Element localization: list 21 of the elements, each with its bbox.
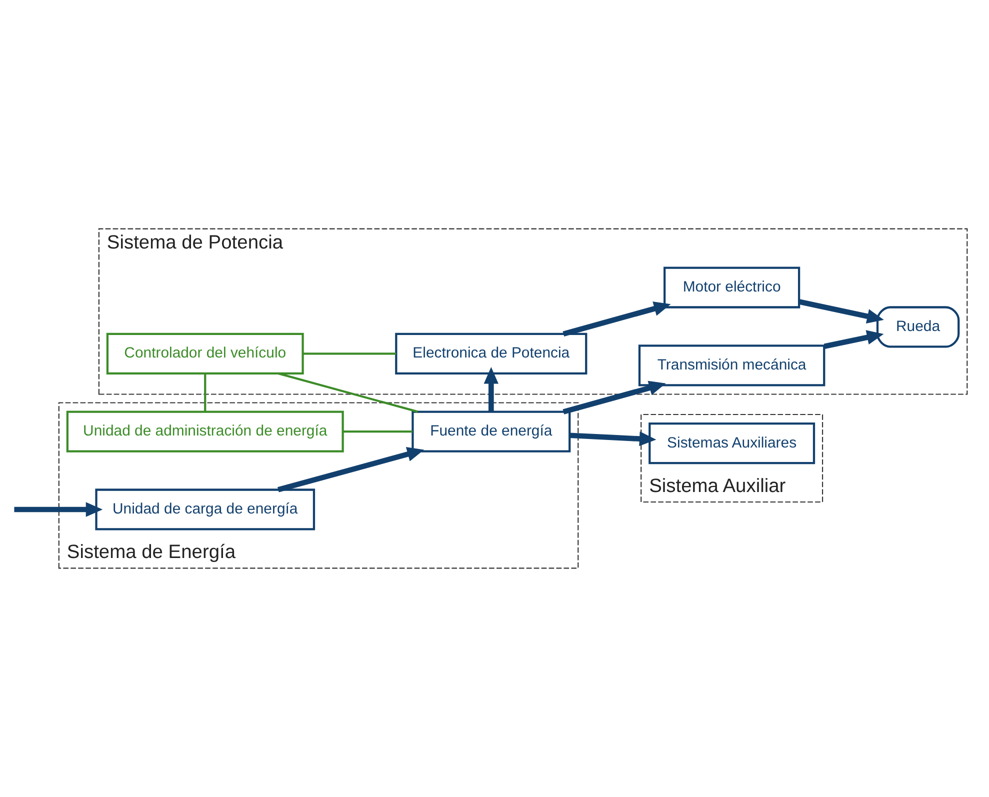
connector <box>278 372 418 413</box>
arrow <box>570 431 656 446</box>
arrow <box>278 447 424 492</box>
node-box: Transmisión mecánica <box>638 344 826 386</box>
arrow <box>562 302 671 336</box>
node-box: Unidad de administración de energía <box>66 410 344 452</box>
node-box: Rueda <box>876 306 960 348</box>
arrow <box>562 380 666 414</box>
node-box: Motor eléctrico <box>664 266 800 308</box>
node-box: Electronica de Potencia <box>395 332 588 374</box>
node-box: Controlador del vehículo <box>106 332 304 374</box>
arrow <box>824 330 884 349</box>
node-box: Sistemas Auxiliares <box>648 422 816 464</box>
node-box: Fuente de energía <box>412 410 571 452</box>
connector <box>204 374 206 412</box>
connector <box>303 352 396 355</box>
arrow <box>484 367 498 412</box>
arrow <box>798 299 884 324</box>
connector <box>343 430 412 433</box>
arrow <box>14 502 103 517</box>
node-box: Unidad de carga de energía <box>95 488 316 530</box>
